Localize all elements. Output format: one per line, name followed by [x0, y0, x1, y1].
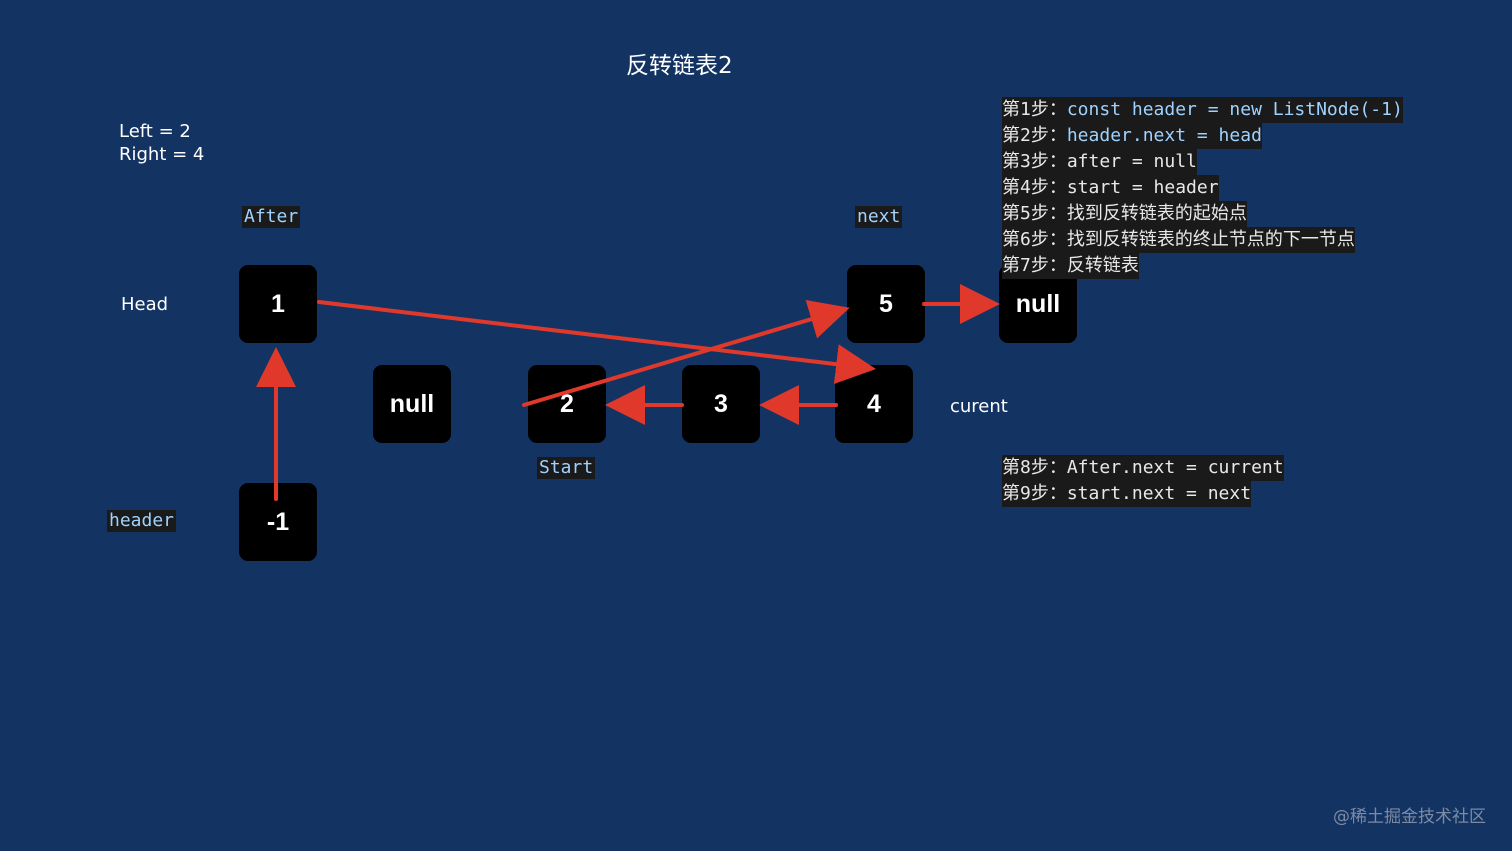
arrow-2-to-5 [522, 299, 850, 407]
step-prefix: 第8步： [1002, 457, 1067, 478]
diagram-title: 反转链表2 [626, 53, 733, 79]
step-code: start.next = next [1066, 483, 1252, 504]
next-label: next [855, 206, 903, 228]
node-3: 3 [682, 365, 760, 443]
node-2: 2 [528, 365, 606, 443]
step-prefix: 第7步： [1002, 255, 1067, 276]
head-label: Head [121, 294, 169, 315]
step-1: 第1步：const header = new ListNode(-1) [1002, 97, 1403, 123]
step-5: 第5步：找到反转链表的起始点 [1002, 201, 1247, 227]
step-8: 第8步：After.next = current [1002, 455, 1284, 481]
step-4: 第4步：start = header [1002, 175, 1219, 201]
left-param: Left = 2 [119, 121, 191, 142]
step-code: 反转链表 [1066, 255, 1139, 276]
step-7: 第7步：反转链表 [1002, 253, 1139, 279]
curent-label: curent [950, 396, 1008, 417]
step-prefix: 第9步： [1002, 483, 1067, 504]
step-prefix: 第5步： [1002, 203, 1067, 224]
step-prefix: 第4步： [1002, 177, 1067, 198]
steps-list: 第1步：const header = new ListNode(-1) 第2步：… [1002, 97, 1403, 279]
start-label: Start [537, 457, 596, 479]
header-label: header [107, 510, 177, 532]
step-code: 找到反转链表的终止节点的下一节点 [1066, 229, 1355, 250]
step-code: 找到反转链表的起始点 [1066, 203, 1247, 224]
node-1: 1 [239, 265, 317, 343]
steps-list-2: 第8步：After.next = current 第9步：start.next … [1002, 455, 1284, 507]
after-label: After [242, 206, 301, 228]
step-prefix: 第1步： [1002, 99, 1067, 120]
node-null-after: null [373, 365, 451, 443]
step-code: const header = new ListNode(-1) [1066, 99, 1403, 120]
step-code: after = null [1066, 151, 1197, 172]
node-5: 5 [847, 265, 925, 343]
step-3: 第3步：after = null [1002, 149, 1197, 175]
params-block: Left = 2 Right = 4 [119, 120, 204, 166]
step-prefix: 第3步： [1002, 151, 1067, 172]
step-code: After.next = current [1066, 457, 1284, 478]
step-6: 第6步：找到反转链表的终止节点的下一节点 [1002, 227, 1355, 253]
watermark: @稀土掘金技术社区 [1333, 807, 1486, 827]
step-prefix: 第2步： [1002, 125, 1067, 146]
step-code: header.next = head [1066, 125, 1262, 146]
step-2: 第2步：header.next = head [1002, 123, 1262, 149]
step-9: 第9步：start.next = next [1002, 481, 1252, 507]
step-code: start = header [1066, 177, 1219, 198]
step-prefix: 第6步： [1002, 229, 1067, 250]
arrow-1-to-4 [317, 300, 876, 385]
right-param: Right = 4 [119, 144, 205, 165]
